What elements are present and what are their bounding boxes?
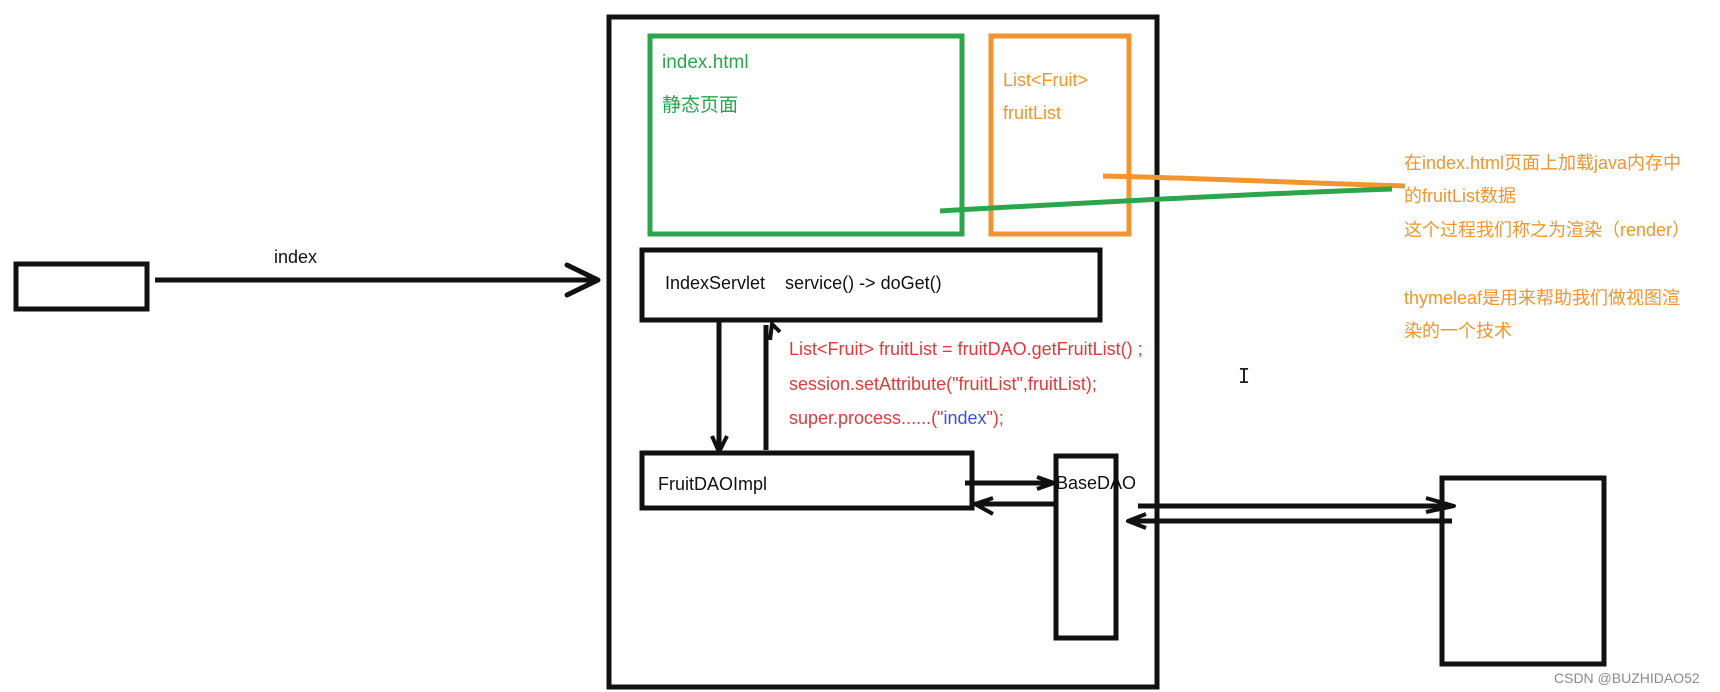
request-arrowhead bbox=[564, 262, 601, 298]
index-html-label: index.html bbox=[662, 52, 749, 73]
index-servlet-label: IndexServlet service() -> doGet() bbox=[665, 273, 942, 293]
static-page-label: 静态页面 bbox=[662, 95, 739, 116]
code-line-3-prefix: super.process......(" bbox=[789, 408, 944, 428]
client-box bbox=[13, 261, 150, 312]
database-box bbox=[1439, 475, 1607, 667]
index-html-box bbox=[647, 33, 965, 237]
base-to-db-arrowhead bbox=[1425, 496, 1456, 514]
dao-to-servlet-arrowhead bbox=[768, 322, 782, 341]
thymeleaf-note-line1: thymeleaf是用来帮助我们做视图渲 bbox=[1404, 288, 1681, 308]
index-arrow-label: index bbox=[274, 247, 318, 267]
thymeleaf-note-line2: 染的一个技术 bbox=[1404, 321, 1512, 341]
code-line-3: super.process......("index"); bbox=[789, 409, 1004, 427]
base-to-impl-arrowhead bbox=[973, 496, 994, 516]
code-line-3-keyword: index bbox=[943, 408, 987, 428]
code-line-1: List<Fruit> fruitList = fruitDAO.getFrui… bbox=[789, 339, 1143, 359]
orange-connector-line bbox=[1102, 173, 1406, 189]
base-dao-label: BaseDAO bbox=[1056, 473, 1137, 493]
list-var-label: fruitList bbox=[1003, 103, 1062, 123]
fruitlist-box bbox=[988, 33, 1132, 237]
list-type-label: List<Fruit> bbox=[1003, 70, 1089, 90]
text-cursor-icon: I bbox=[1238, 364, 1251, 388]
render-note-line2: 的fruitList数据 bbox=[1404, 186, 1517, 206]
fruit-dao-impl-label: FruitDAOImpl bbox=[658, 474, 768, 494]
impl-to-base-arrowhead bbox=[1036, 475, 1056, 491]
code-line-3-suffix: "); bbox=[986, 408, 1004, 428]
base-dao-box bbox=[1053, 453, 1119, 641]
server-container bbox=[606, 14, 1160, 690]
code-line-2: session.setAttribute("fruitList",fruitLi… bbox=[789, 374, 1097, 394]
green-connector-line bbox=[939, 186, 1393, 214]
render-note-line1: 在index.html页面上加载java内存中 bbox=[1404, 153, 1682, 173]
db-to-base-arrowhead bbox=[1126, 512, 1147, 530]
index-servlet-box bbox=[639, 247, 1103, 323]
render-note-line3: 这个过程我们称之为渲染（render） bbox=[1404, 220, 1691, 240]
watermark: CSDN @BUZHIDAO52 bbox=[1554, 670, 1700, 686]
